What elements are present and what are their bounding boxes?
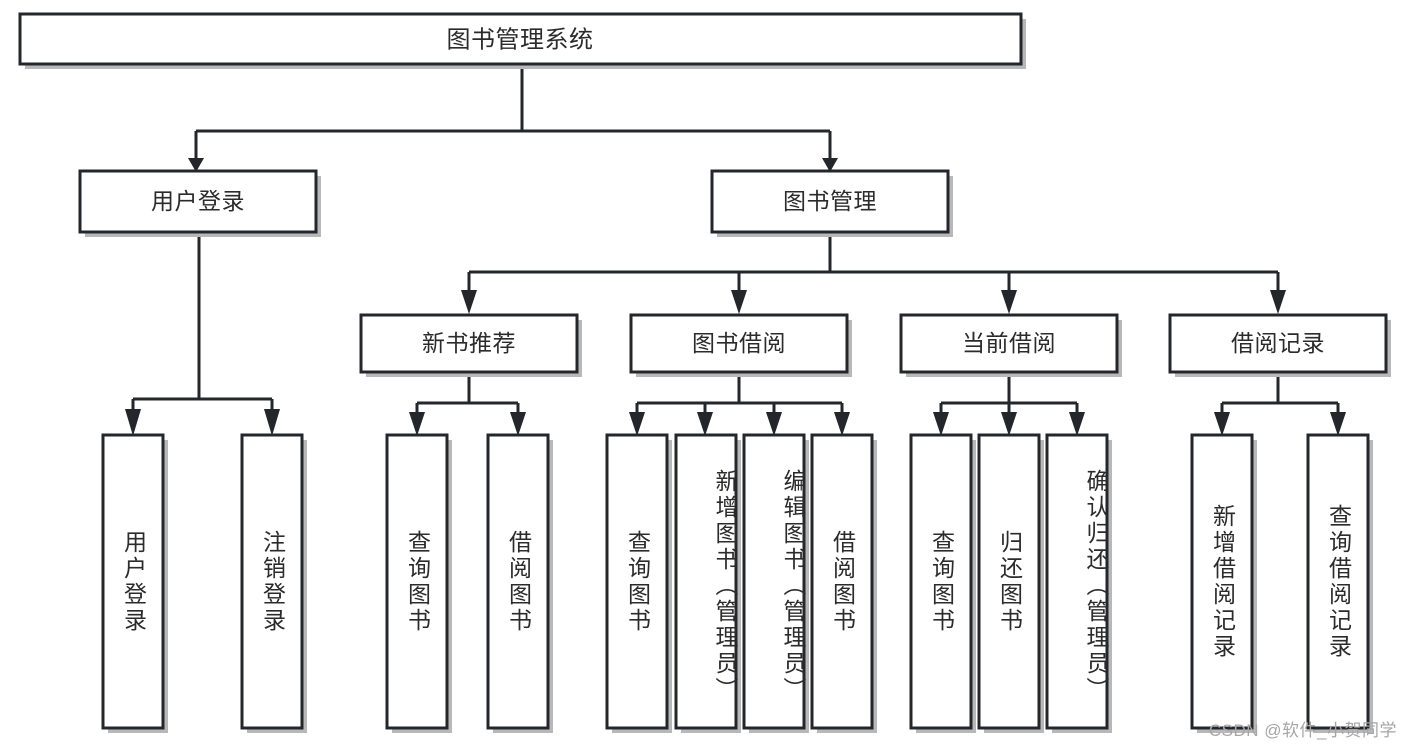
node-root-system[interactable]: 图书管理系统 — [18, 12, 1026, 69]
leaf-node-edit-book[interactable] — [742, 433, 809, 733]
leaf-node-user-logout[interactable] — [240, 433, 307, 733]
leaf-return-book-box — [977, 433, 1041, 730]
leaf-node-query-book-3[interactable] — [909, 433, 976, 733]
book-management-label: 图书管理 — [783, 188, 877, 214]
leaf-node-add-book[interactable] — [674, 433, 741, 733]
arrow-to-borrow-record — [1270, 290, 1286, 314]
node-current-borrow[interactable]: 当前借阅 — [899, 313, 1122, 377]
borrow-record-box — [1168, 313, 1388, 374]
csdn-watermark: CSDN @软件_小贺同学 — [1208, 721, 1397, 740]
leaf-boxes-layer — [101, 433, 1373, 733]
leaf-add-book-box — [674, 433, 738, 730]
leaf-user-login-box — [101, 433, 165, 730]
connector-userlogin-bus — [131, 233, 274, 421]
leaf-node-user-login[interactable] — [101, 433, 168, 733]
arrow-to-current-borrow — [1001, 290, 1017, 314]
arrow-to-book-borrow — [731, 290, 747, 314]
root-box — [18, 12, 1023, 66]
leaf-node-query-book-1[interactable] — [385, 433, 452, 733]
arrow-to-user-login — [188, 158, 204, 172]
leaf-query-book-1-box — [385, 433, 449, 730]
arrow-to-leaf-add-record — [1214, 412, 1230, 436]
arrow-to-leaf-query-book-3 — [933, 412, 949, 436]
leaf-add-record-box — [1190, 433, 1254, 730]
leaf-confirm-return-box — [1045, 433, 1109, 730]
arrow-to-leaf-user-logout — [264, 409, 280, 436]
user-login-label: 用户登录 — [151, 188, 245, 214]
node-user-login[interactable]: 用户登录 — [78, 169, 321, 237]
connector-borrowrecord-bus — [1220, 376, 1340, 421]
connector-root-bus — [194, 66, 832, 158]
book-borrow-box — [629, 313, 849, 374]
arrow-to-leaf-query-record — [1330, 412, 1346, 436]
connectors-layer — [131, 66, 1340, 421]
leaf-node-add-record[interactable] — [1190, 433, 1257, 733]
leaf-query-book-3-box — [909, 433, 973, 730]
leaf-edit-book-box — [742, 433, 806, 730]
node-book-borrow[interactable]: 图书借阅 — [629, 313, 852, 377]
leaf-borrow-book-2-box — [810, 433, 874, 730]
leaf-node-borrow-book-1[interactable] — [486, 433, 553, 733]
borrow-record-label: 借阅记录 — [1231, 330, 1325, 356]
root-label: 图书管理系统 — [447, 26, 594, 53]
leaf-node-return-book[interactable] — [977, 433, 1044, 733]
leaf-query-book-2-box — [605, 433, 669, 730]
connector-newbook-bus — [415, 376, 520, 421]
arrow-to-leaf-borrow-book-1 — [510, 412, 526, 436]
arrowheads-layer — [125, 158, 1346, 436]
new-book-recommend-box — [359, 313, 579, 374]
arrow-to-leaf-add-book — [697, 412, 713, 436]
arrow-to-leaf-edit-book — [766, 412, 782, 436]
arrow-to-leaf-user-login — [125, 409, 141, 436]
current-borrow-label: 当前借阅 — [962, 330, 1056, 356]
arrow-to-leaf-query-book-2 — [629, 412, 645, 436]
arrow-to-leaf-borrow-book-2 — [834, 412, 850, 436]
node-new-book-recommend[interactable]: 新书推荐 — [359, 313, 582, 377]
book-borrow-label: 图书借阅 — [692, 330, 786, 356]
leaf-node-confirm-return[interactable] — [1045, 433, 1112, 733]
node-borrow-record[interactable]: 借阅记录 — [1168, 313, 1391, 377]
arrow-to-leaf-query-book-1 — [409, 412, 425, 436]
connector-bookborrow-bus — [635, 376, 844, 421]
leaf-node-query-book-2[interactable] — [605, 433, 672, 733]
connector-bookmgmt-bus — [467, 233, 1280, 299]
leaf-query-record-box — [1306, 433, 1370, 730]
current-borrow-box — [899, 313, 1119, 374]
leaf-user-logout-box — [240, 433, 304, 730]
arrow-to-leaf-return-book — [1001, 412, 1017, 436]
leaf-node-query-record[interactable] — [1306, 433, 1373, 733]
user-login-box — [78, 169, 318, 234]
book-management-box — [710, 169, 950, 234]
leaf-borrow-book-1-box — [486, 433, 550, 730]
new-book-recommend-label: 新书推荐 — [422, 330, 516, 356]
arrow-to-book-management — [822, 158, 838, 172]
leaf-node-borrow-book-2[interactable] — [810, 433, 877, 733]
node-book-management[interactable]: 图书管理 — [710, 169, 953, 237]
arrow-to-new-book-recommend — [461, 290, 477, 314]
arrow-to-leaf-confirm-return — [1069, 412, 1085, 436]
